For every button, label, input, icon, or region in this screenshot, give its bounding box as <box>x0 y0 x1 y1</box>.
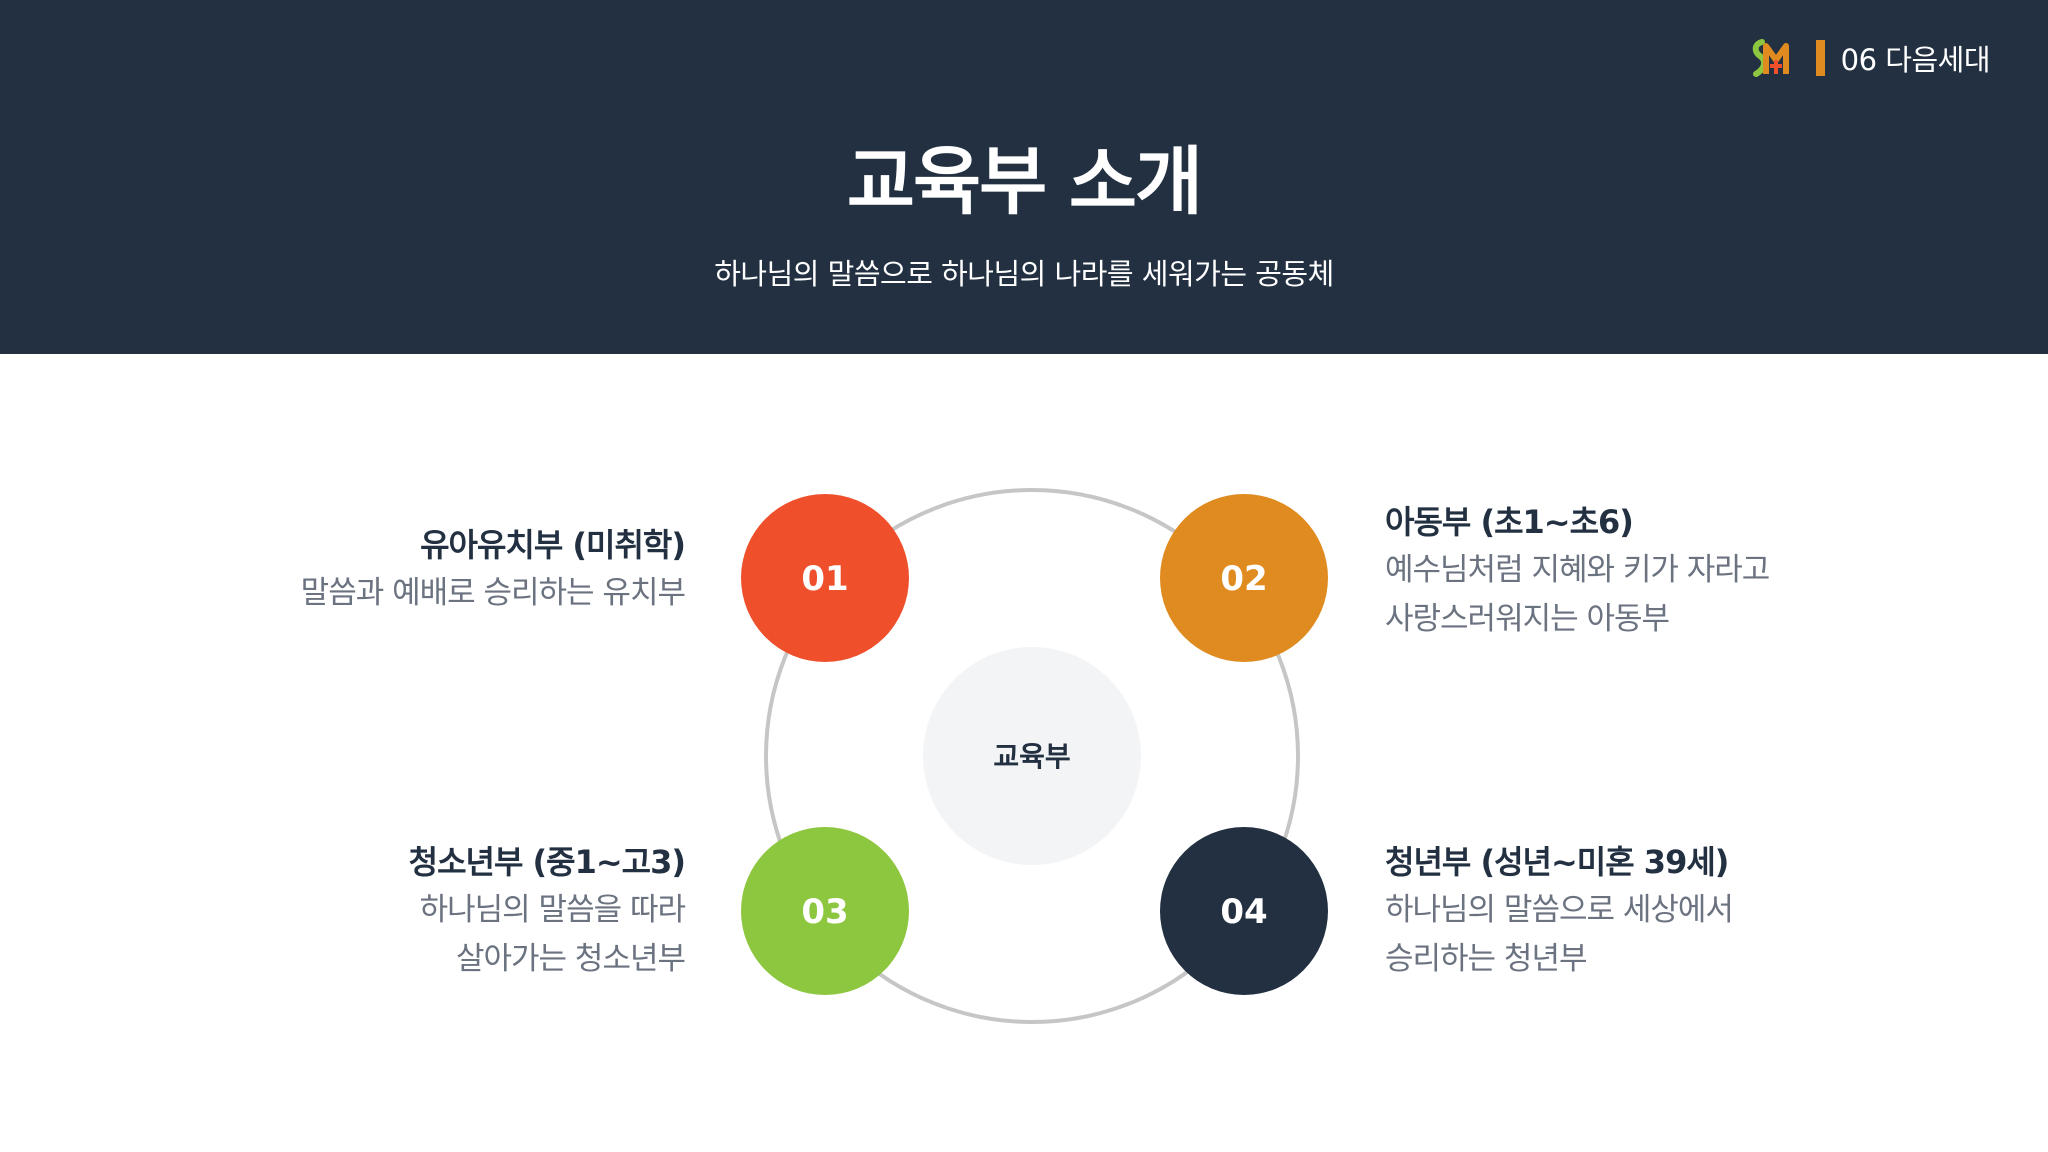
department-02-title: 아동부 (초1~초6) <box>1385 503 1634 541</box>
brand-area: 06 다음세대 <box>1750 36 1991 80</box>
department-03-description: 청소년부 (중1~고3) 하나님의 말씀을 따라 살아가는 청소년부 <box>225 838 686 984</box>
node-01-number: 01 <box>801 559 848 599</box>
department-02-line-1: 예수님처럼 지혜와 키가 자라고 <box>1385 552 1770 588</box>
department-03-line-2: 살아가는 청소년부 <box>455 941 686 977</box>
section-label: 06 다음세대 <box>1840 43 1991 77</box>
ring <box>764 488 1300 1024</box>
department-01-title: 유아유치부 (미취학) <box>420 526 686 564</box>
department-04-description: 청년부 (성년~미혼 39세) 하나님의 말씀으로 세상에서 승리하는 청년부 <box>1385 838 1845 984</box>
department-04-line-2: 승리하는 청년부 <box>1385 941 1588 977</box>
department-02-line-2: 사랑스러워지는 아동부 <box>1385 601 1670 637</box>
page-title: 교육부 소개 <box>846 139 1203 225</box>
page-subtitle: 하나님의 말씀으로 하나님의 나라를 세워가는 공동체 <box>714 257 1334 291</box>
center-label: 교육부 <box>993 740 1070 773</box>
department-03-title: 청소년부 (중1~고3) <box>408 843 686 881</box>
node-04-number: 04 <box>1220 892 1267 932</box>
brand-divider <box>1815 40 1825 76</box>
center-circle <box>923 647 1141 865</box>
node-03-circle <box>741 827 909 995</box>
department-01-description: 유아유치부 (미취학) 말씀과 예배로 승리하는 유치부 <box>225 521 686 618</box>
node-02-number: 02 <box>1220 559 1267 599</box>
department-04-title: 청년부 (성년~미혼 39세) <box>1385 843 1729 881</box>
department-01-line-1: 말씀과 예배로 승리하는 유치부 <box>300 575 686 611</box>
header-banner: 06 다음세대 교육부 소개 하나님의 말씀으로 하나님의 나라를 세워가는 공… <box>0 0 2048 354</box>
department-04-line-1: 하나님의 말씀으로 세상에서 <box>1385 892 1734 928</box>
node-04-circle <box>1160 827 1328 995</box>
department-03-line-1: 하나님의 말씀을 따라 <box>419 892 686 928</box>
node-01-circle <box>741 494 909 662</box>
node-02-circle <box>1160 494 1328 662</box>
church-logo-icon <box>1752 39 1789 77</box>
node-03-number: 03 <box>801 892 848 932</box>
department-02-description: 아동부 (초1~초6) 예수님처럼 지혜와 키가 자라고 사랑스러워지는 아동부 <box>1385 498 1845 644</box>
